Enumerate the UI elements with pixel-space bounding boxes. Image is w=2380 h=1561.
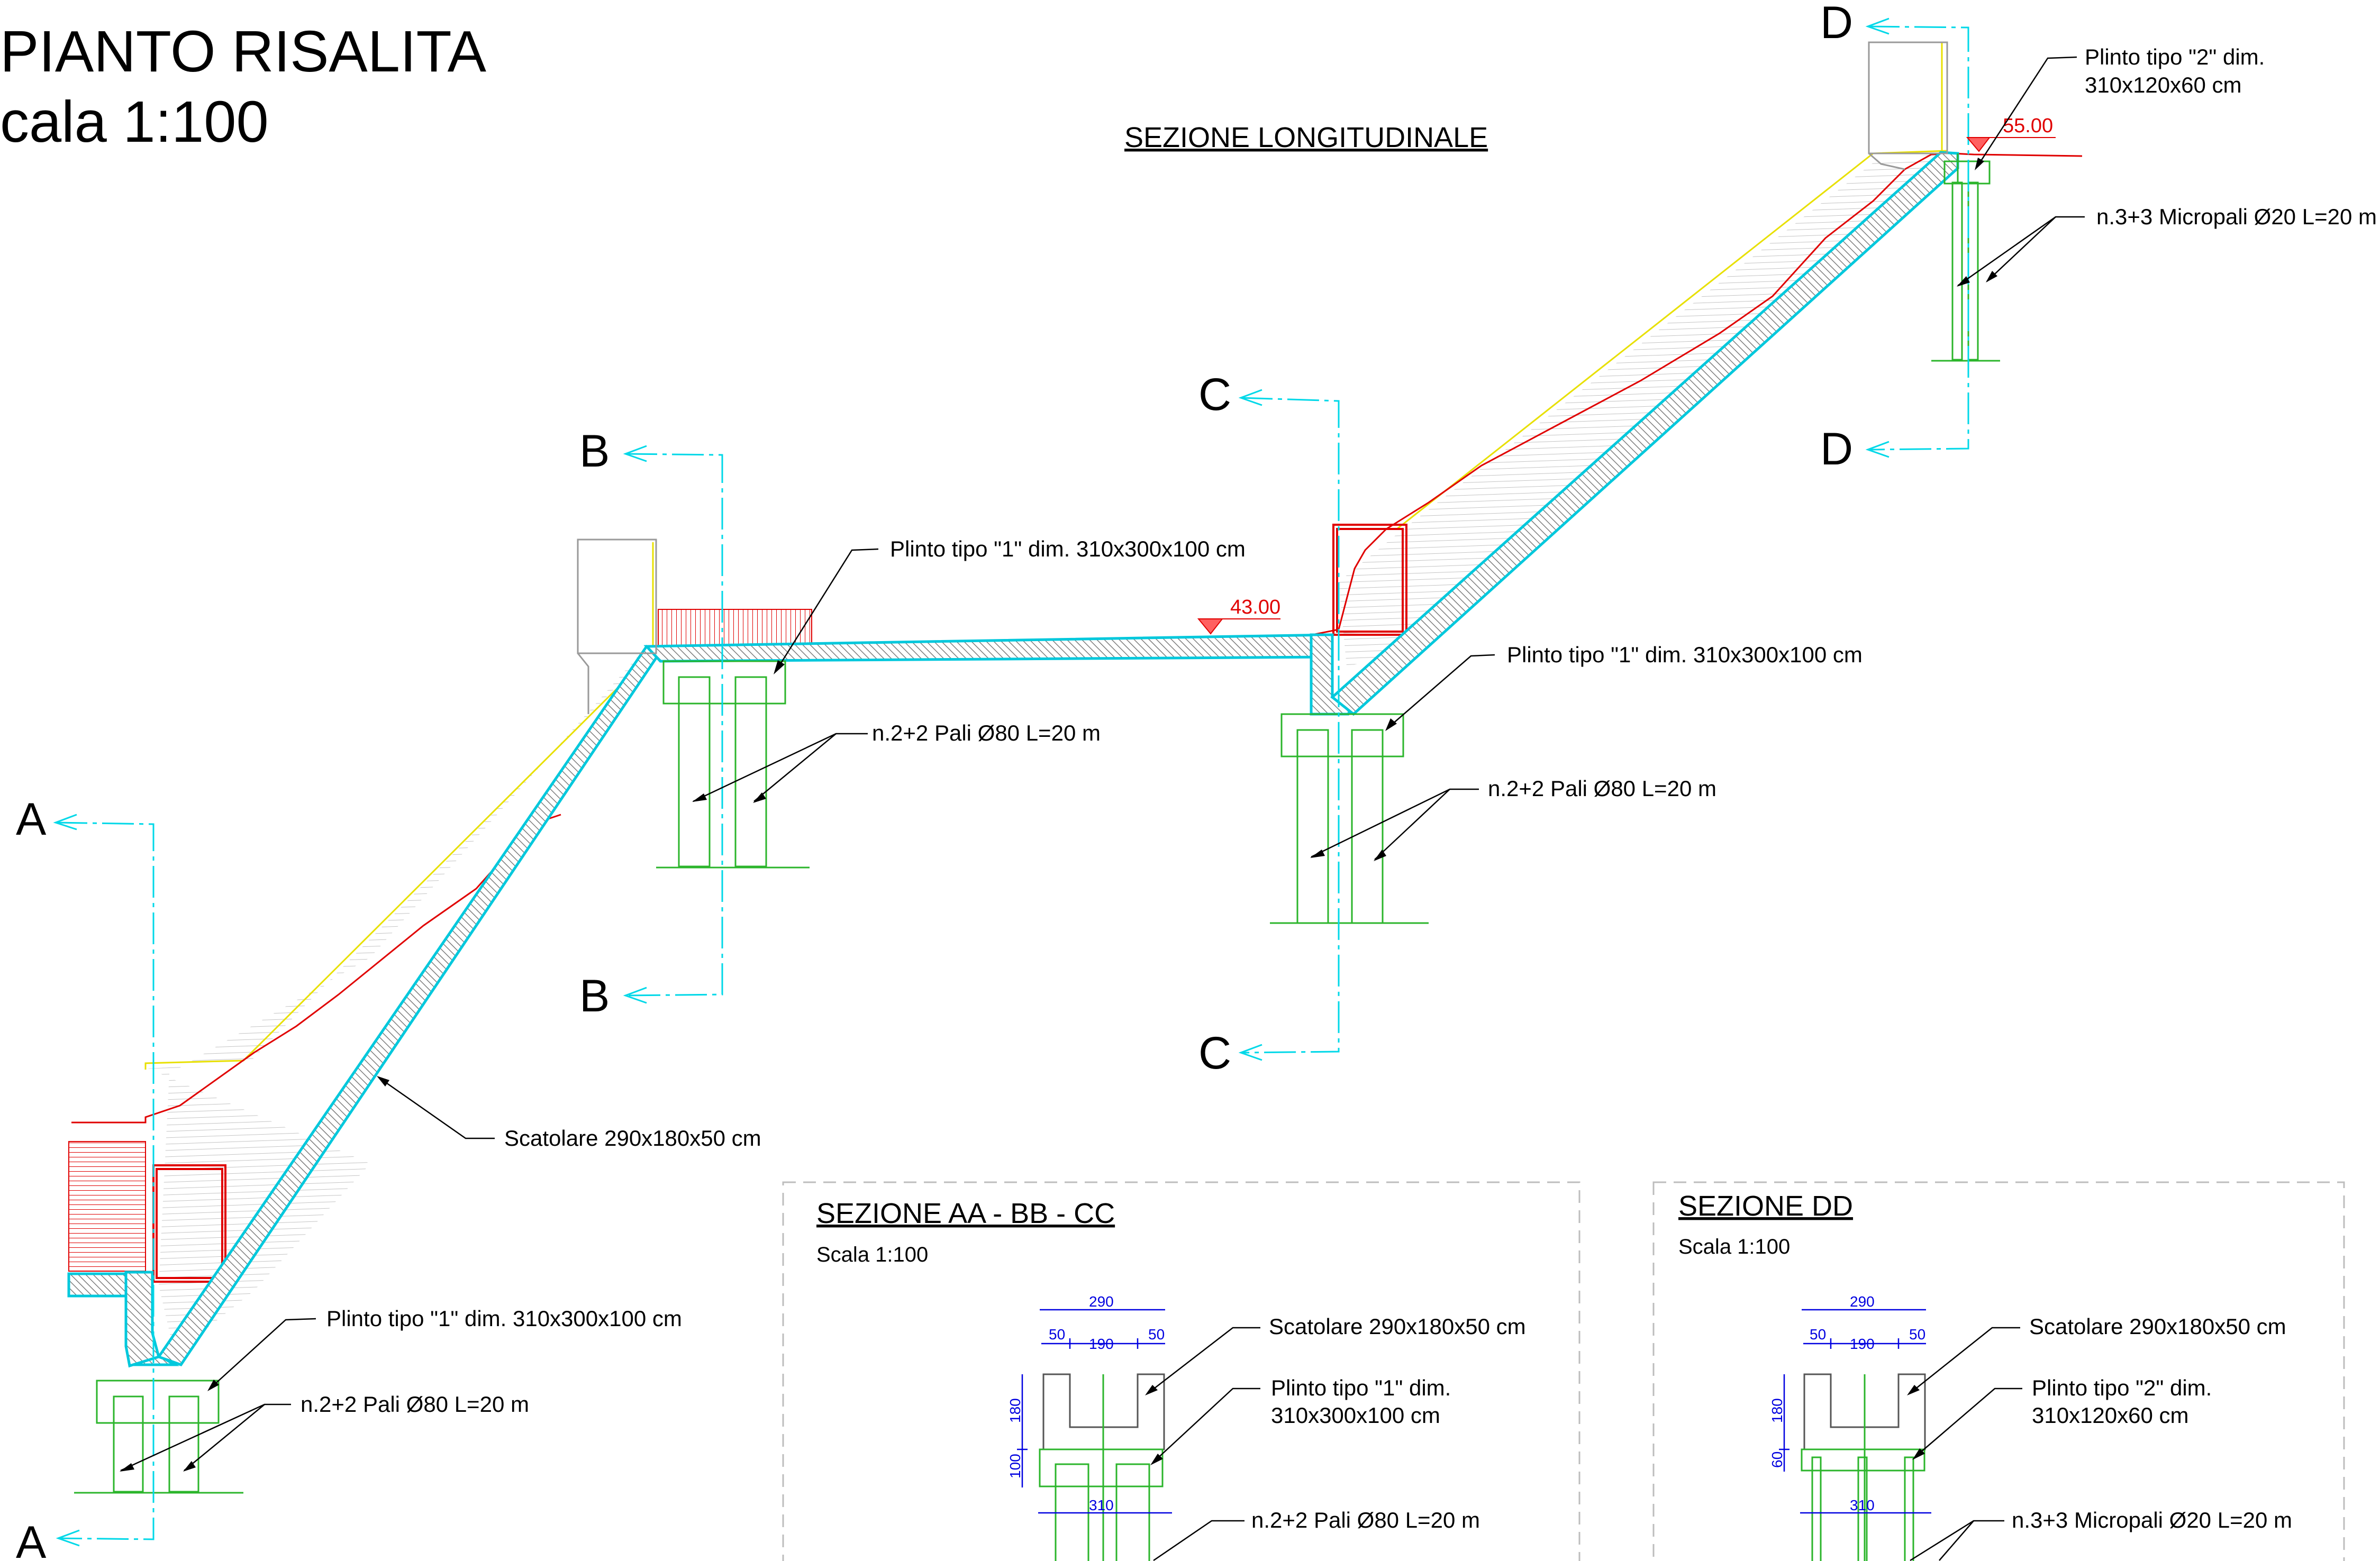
frame-section-dd	[1652, 1181, 2345, 1561]
section-dd-culvert	[1801, 1373, 1926, 1561]
section-marker-d-bottom: D	[1820, 424, 1853, 474]
frame-section-abc	[782, 1181, 1580, 1561]
leader-scatolare	[377, 1076, 495, 1139]
note-pali-b: n.2+2 Pali Ø80 L=20 m	[872, 720, 1101, 745]
section-dd-dimensions	[1779, 1309, 1931, 1514]
elevation-label-top: 55.00	[2003, 115, 2053, 137]
section-abc-dim-width: 290	[1089, 1293, 1114, 1310]
terrain-line-lower	[71, 814, 561, 1124]
note-scatolare: Scatolare 290x180x50 cm	[504, 1126, 761, 1151]
excavation-box-c-inner	[1336, 528, 1404, 633]
section-dd-leaders	[1907, 1327, 2022, 1561]
leader-plinto-d	[1975, 56, 2077, 170]
note-plinto-d-line2: 310x120x60 cm	[2085, 72, 2242, 97]
section-abc-dim-height: 180	[1007, 1398, 1023, 1423]
section-dd-scale: Scala 1:100	[1678, 1235, 1790, 1258]
excavation-box-c	[1332, 524, 1407, 636]
longitudinal-section-heading: SEZIONE LONGITUDINALE	[1124, 122, 1488, 153]
excavation-box-a	[152, 1164, 226, 1283]
section-abc-note-plinto-line2: 310x300x100 cm	[1271, 1403, 1440, 1428]
section-dd-dim-left: 50	[1810, 1326, 1826, 1343]
ground-line-lower	[144, 655, 651, 1070]
section-marker-c-bottom: C	[1198, 1028, 1231, 1079]
section-abc-leaders	[1145, 1327, 1260, 1561]
section-marker-a-bottom: A	[16, 1517, 47, 1561]
section-abc-heading: SEZIONE AA - BB - CC	[816, 1198, 1115, 1229]
note-plinto-d-line1: Plinto tipo "2" dim.	[2085, 44, 2265, 69]
station-b-support	[577, 653, 589, 714]
section-abc-scale: Scala 1:100	[816, 1243, 928, 1266]
note-micropali-d: n.3+3 Micropali Ø20 L=20 m	[2096, 204, 2377, 229]
section-abc-dimensions	[1017, 1309, 1172, 1514]
section-abc-dim-right: 50	[1148, 1326, 1165, 1343]
section-abc-dim-plinth-width: 310	[1089, 1497, 1114, 1513]
section-marker-d-top: D	[1820, 0, 1853, 48]
note-plinto-b: Plinto tipo "1" dim. 310x300x100 cm	[890, 536, 1246, 561]
foundation-b	[656, 660, 810, 869]
drawing-scale: cala 1:100	[0, 89, 269, 154]
culvert-upper-slope	[1330, 151, 1959, 716]
section-marker-c-top: C	[1198, 369, 1231, 420]
foundation-c	[1270, 713, 1429, 924]
culvert-base-a	[67, 1272, 180, 1366]
leader-plinto-a	[207, 1318, 316, 1391]
foundation-a	[74, 1380, 243, 1494]
section-cut-b	[623, 445, 723, 1004]
station-d-support	[1868, 152, 1905, 170]
soil-fill-lower	[148, 646, 651, 1354]
section-dd-dim-inner: 190	[1850, 1336, 1875, 1352]
retaining-fill-a	[68, 1141, 146, 1272]
section-marker-a-top: A	[16, 794, 47, 845]
excavation-box-a-inner	[156, 1168, 223, 1279]
section-abc-note-scatolare: Scatolare 290x180x50 cm	[1269, 1314, 1526, 1339]
section-dd-dim-height: 180	[1769, 1398, 1785, 1423]
station-building-b	[577, 538, 657, 654]
note-pali-c: n.2+2 Pali Ø80 L=20 m	[1488, 776, 1716, 801]
section-dd-dim-right: 50	[1909, 1326, 1925, 1343]
leader-micropali-d	[1957, 216, 2085, 287]
note-pali-a: n.2+2 Pali Ø80 L=20 m	[301, 1392, 529, 1417]
elevation-mark-mid: 43.00	[1197, 596, 1280, 635]
section-dd-dim-plinth-width: 310	[1850, 1497, 1875, 1513]
leader-pali-b	[692, 733, 868, 803]
section-cut-c	[1238, 389, 1340, 1061]
leader-plinto-c	[1385, 654, 1495, 731]
section-dd-dim-plinth-height: 60	[1769, 1452, 1785, 1468]
section-marker-b-top: B	[579, 426, 610, 477]
leader-pali-c	[1310, 788, 1479, 861]
section-abc-dim-left: 50	[1049, 1326, 1065, 1343]
elevation-mark-top: 55.00	[1966, 115, 2056, 152]
section-dd-note-plinto-line1: Plinto tipo "2" dim.	[2032, 1375, 2212, 1400]
section-abc-dim-plinth-height: 100	[1007, 1454, 1023, 1478]
section-abc-culvert	[1039, 1373, 1165, 1561]
leader-pali-a	[120, 1403, 291, 1472]
leader-plinto-b	[774, 548, 879, 674]
section-abc-dim-inner: 190	[1089, 1336, 1114, 1352]
section-cut-d	[1865, 17, 1969, 458]
section-dd-heading: SEZIONE DD	[1678, 1190, 1853, 1222]
section-cut-a	[53, 814, 155, 1547]
drawing-title: PIANTO RISALITA	[0, 19, 487, 84]
note-plinto-a: Plinto tipo "1" dim. 310x300x100 cm	[326, 1306, 682, 1331]
elevation-label-mid: 43.00	[1230, 596, 1280, 618]
note-plinto-c: Plinto tipo "1" dim. 310x300x100 cm	[1507, 642, 1863, 667]
section-abc-note-pali: n.2+2 Pali Ø80 L=20 m	[1251, 1508, 1480, 1532]
section-dd-note-scatolare: Scatolare 290x180x50 cm	[2029, 1314, 2286, 1339]
section-dd-note-micropali: n.3+3 Micropali Ø20 L=20 m	[2012, 1508, 2292, 1532]
section-abc-note-plinto-line1: Plinto tipo "1" dim.	[1271, 1375, 1451, 1400]
section-marker-b-bottom: B	[579, 971, 610, 1021]
section-dd-dim-width: 290	[1850, 1293, 1875, 1310]
section-dd-note-plinto-line2: 310x120x60 cm	[2032, 1403, 2189, 1428]
station-building-d	[1868, 41, 1948, 154]
